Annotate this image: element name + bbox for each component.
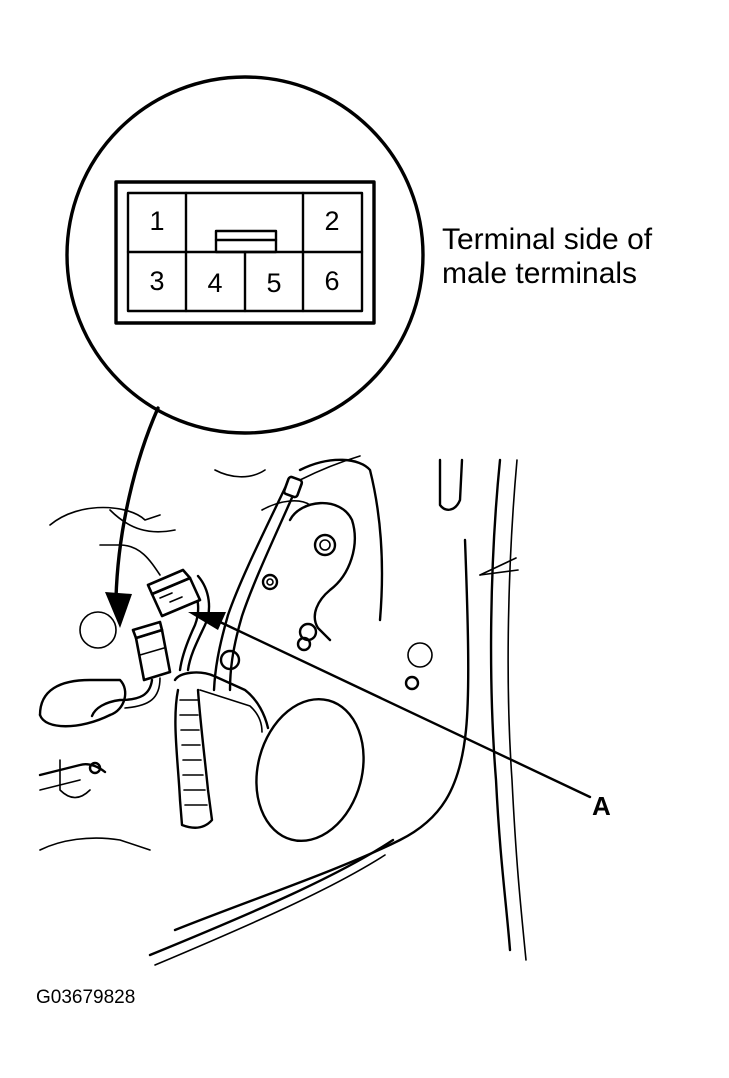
caption-line-2: male terminals [442, 257, 637, 290]
figure-id: G03679828 [36, 987, 135, 1008]
connector-a [146, 568, 202, 618]
callout-label-a: A [592, 791, 611, 821]
door-panel-illustration [38, 455, 592, 966]
magnifier-pointer-arrow [105, 406, 160, 628]
connector-face: 1 2 3 4 5 6 [114, 180, 376, 325]
callout-arrow-a [188, 612, 592, 799]
connector-lock-tab [214, 229, 278, 254]
pin-3-label: 3 [149, 266, 164, 296]
terminal-caption: Terminal side of male terminals [442, 223, 653, 290]
pin-6-label: 6 [324, 266, 339, 296]
pin-2-label: 2 [324, 206, 339, 236]
mating-connector [90, 620, 172, 718]
pin-1-label: 1 [149, 206, 164, 236]
caption-line-1: Terminal side of [442, 223, 653, 256]
magnifier-circle [65, 75, 425, 435]
pin-5-label: 5 [266, 268, 281, 298]
pin-4-label: 4 [207, 268, 222, 298]
